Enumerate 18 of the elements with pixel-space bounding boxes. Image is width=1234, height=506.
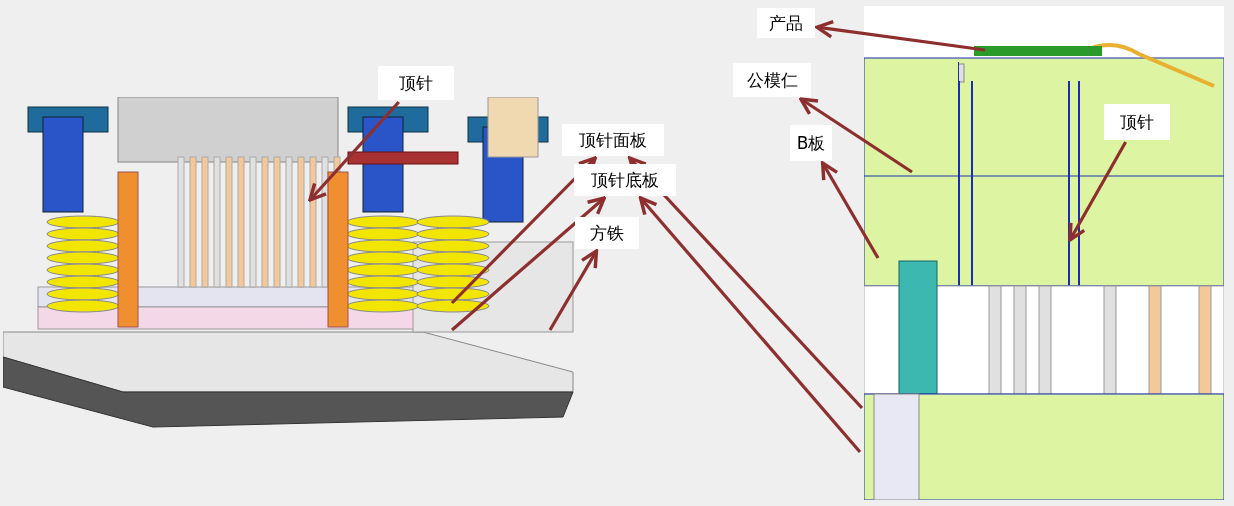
leader-line — [1068, 141, 1128, 242]
callout-label: 顶针 — [1104, 104, 1170, 140]
leader-line — [820, 161, 880, 259]
leader-line — [799, 97, 913, 174]
leader-line — [450, 196, 606, 332]
leader-line — [815, 19, 986, 52]
product-part — [974, 46, 1102, 56]
leader-line — [628, 156, 864, 410]
callout-label: 方铁 — [575, 217, 639, 249]
leader-line — [638, 196, 862, 454]
callout-label: 顶针 — [378, 66, 454, 100]
callout-label: 顶针面板 — [562, 124, 664, 156]
callout-label: 产品 — [757, 8, 815, 38]
callout-label: B板 — [790, 125, 832, 161]
callout-label: 顶针底板 — [574, 164, 676, 196]
leader-line — [548, 249, 599, 331]
callout-label: 公模仁 — [733, 63, 811, 97]
leader-line — [450, 156, 597, 305]
